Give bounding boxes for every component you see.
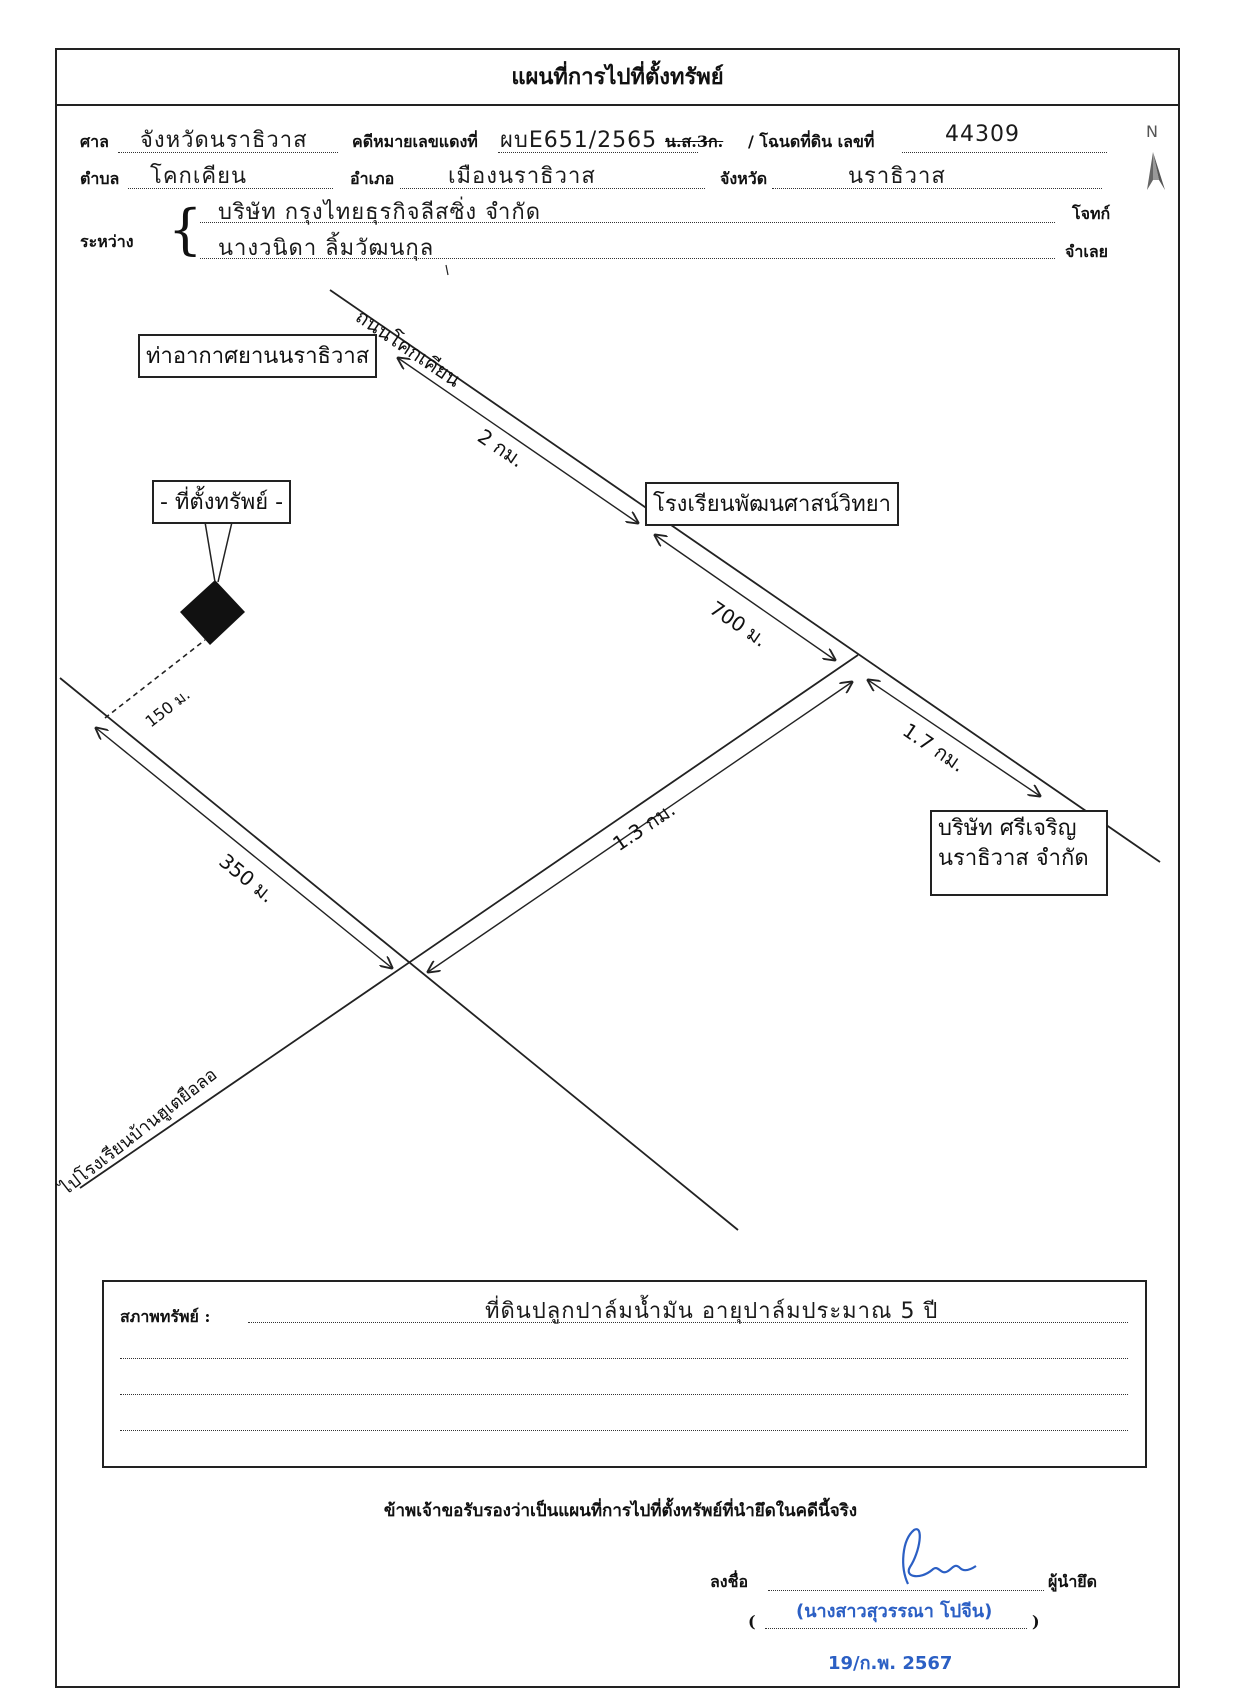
parties-brace: {: [168, 198, 203, 261]
district-value: เมืองนราธิวาส: [448, 164, 596, 189]
province-label: จังหวัด: [720, 169, 768, 188]
district-label: อำเภอ: [350, 169, 395, 188]
property-condition-box: [102, 1280, 1147, 1468]
title-deed-label: / โฉนดที่ดิน เลขที่: [748, 132, 875, 151]
property-box: - ที่ตั้งทรัพย์ -: [152, 480, 292, 524]
arrow-2km: [398, 358, 638, 523]
condition-value: ที่ดินปลูกปาล์มน้ำมัน อายุปาล์มประมาณ 5 …: [485, 1299, 939, 1324]
school-box: โรงเรียนพัฒนศาสน์วิทยา: [645, 482, 899, 526]
subdistrict-value: โคกเคียน: [150, 164, 248, 189]
plaintiff-value: บริษัท กรุงไทยธุรกิจลีสซิ่ง จำกัด: [218, 200, 541, 225]
company-box: บริษัท ศรีเจริญ นราธิวาส จำกัด: [930, 810, 1108, 896]
condition-dotline-1: [248, 1322, 1128, 1323]
strike-text: น.ส.3ก.: [665, 132, 724, 151]
district-dotline: [400, 188, 705, 189]
seizer-name: (นางสาวสุวรรณา โปจีน): [796, 1601, 993, 1622]
road-left: [59, 677, 739, 1231]
province-dotline: [772, 188, 1102, 189]
subdistrict-label: ตำบล: [80, 169, 120, 188]
signed-date: 19/ก.พ. 2567: [828, 1653, 953, 1674]
road-connector: [79, 654, 859, 1189]
court-label: ศาล: [80, 132, 109, 151]
plaintiff-label: โจทก์: [1072, 204, 1111, 223]
company-line2: นราธิวาส จำกัด: [938, 845, 1089, 871]
between-label: ระหว่าง: [80, 232, 134, 251]
signature-icon: [902, 1528, 977, 1585]
north-arrow-icon: [1147, 152, 1165, 190]
condition-dotline-3: [120, 1394, 1128, 1395]
close-paren: ): [1032, 1612, 1040, 1631]
court-dotline: [118, 152, 338, 153]
dashed-150m: [104, 639, 206, 719]
certification-statement: ข้าพเจ้าขอรับรองว่าเป็นแผนที่การไปที่ตั้…: [383, 1501, 858, 1521]
sign-label: ลงชื่อ: [710, 1572, 749, 1591]
condition-dotline-2: [120, 1358, 1128, 1359]
seizer-label: ผู้นำยึด: [1048, 1572, 1098, 1591]
case-value: ผบE651/2565: [500, 128, 658, 153]
court-value: จังหวัดนราธิวาส: [140, 128, 308, 153]
signature-dotline: [768, 1590, 1044, 1591]
case-dotline: [498, 152, 698, 153]
title-deed-dotline: [902, 152, 1107, 153]
arrow-700m: [655, 535, 835, 660]
company-line1: บริษัท ศรีเจริญ: [938, 816, 1077, 841]
condition-dotline-4: [120, 1430, 1128, 1431]
subdistrict-dotline: [128, 188, 333, 189]
document-title: แผนที่การไปที่ตั้งทรัพย์: [55, 48, 1180, 106]
plaintiff-dotline: [200, 222, 1055, 223]
title-deed-value: 44309: [945, 122, 1020, 147]
defendant-label: จำเลย: [1065, 242, 1109, 261]
north-label: N: [1146, 122, 1158, 141]
name-dotline: [765, 1628, 1027, 1629]
arrow-1-7km: [868, 680, 1040, 796]
open-paren: (: [748, 1612, 756, 1631]
arrow-1-3km: [428, 682, 852, 972]
condition-label: สภาพทรัพย์ :: [120, 1307, 211, 1326]
province-value: นราธิวาส: [848, 164, 946, 189]
arrow-350m: [96, 728, 392, 968]
defendant-dotline: [200, 258, 1055, 259]
property-marker-icon: [180, 580, 245, 645]
airport-box: ท่าอากาศยานนราธิวาส: [138, 334, 378, 378]
case-label: คดีหมายเลขแดงที่: [352, 132, 478, 151]
defendant-value: นางวนิดา ลิ้มวัฒนกุล: [218, 236, 435, 261]
